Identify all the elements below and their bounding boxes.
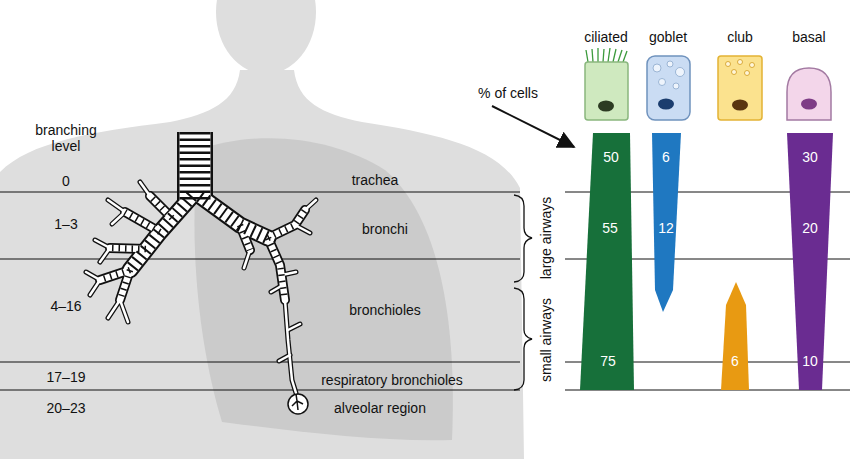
airway-brackets bbox=[514, 195, 532, 390]
body-silhouette bbox=[0, 0, 524, 459]
bar-fill bbox=[721, 282, 749, 390]
bar-shape bbox=[721, 282, 749, 390]
cell-type-heading: ciliated bbox=[584, 29, 628, 45]
percentage-value: 55 bbox=[602, 221, 618, 235]
percentage-value: 12 bbox=[658, 221, 674, 235]
region-name: respiratory bronchioles bbox=[321, 372, 463, 388]
bar-shape bbox=[787, 133, 833, 390]
club-cell-icon bbox=[718, 56, 762, 120]
region-name: trachea bbox=[352, 172, 399, 188]
level-number: 1–3 bbox=[54, 216, 77, 232]
basal-bar: 30 20 10 bbox=[787, 133, 833, 390]
level-heading: branching level bbox=[31, 122, 101, 154]
bar-fill bbox=[787, 133, 833, 390]
airway-group-label: large airways bbox=[538, 197, 554, 279]
ciliated-cell-icon bbox=[585, 48, 628, 120]
bronchial-tree bbox=[86, 132, 316, 414]
percentage-value: 6 bbox=[662, 150, 670, 164]
percentage-value: 30 bbox=[802, 150, 818, 164]
level-number: 20–23 bbox=[47, 400, 86, 416]
bar-shape bbox=[580, 133, 634, 390]
ciliated-bar: 50 55 75 bbox=[580, 133, 634, 390]
percentage-value: 6 bbox=[731, 354, 739, 368]
club-bar: 6 bbox=[721, 282, 749, 390]
level-number: 0 bbox=[62, 173, 70, 189]
callout-arrow bbox=[492, 106, 574, 147]
region-name: alveolar region bbox=[334, 400, 426, 416]
level-lines bbox=[0, 192, 850, 390]
bar-fill bbox=[580, 133, 634, 390]
percentage-value: 10 bbox=[802, 354, 818, 368]
level-number: 4–16 bbox=[50, 298, 81, 314]
basal-cell-icon bbox=[787, 68, 831, 120]
lung-shape bbox=[194, 138, 452, 440]
bar-fill bbox=[652, 133, 681, 312]
region-name: bronchioles bbox=[349, 302, 421, 318]
region-name: bronchi bbox=[362, 221, 408, 237]
goblet-cell-icon bbox=[647, 56, 690, 120]
percentage-value: 20 bbox=[802, 221, 818, 235]
cell-type-heading: basal bbox=[792, 29, 825, 45]
level-number: 17–19 bbox=[47, 369, 86, 385]
percentage-value: 75 bbox=[600, 354, 616, 368]
callout-text: % of cells bbox=[478, 85, 538, 101]
cell-type-heading: goblet bbox=[649, 29, 687, 45]
airway-group-label: small airways bbox=[538, 298, 554, 382]
percentage-value: 50 bbox=[603, 150, 619, 164]
goblet-bar: 6 12 bbox=[652, 133, 681, 312]
cell-type-heading: club bbox=[727, 29, 753, 45]
